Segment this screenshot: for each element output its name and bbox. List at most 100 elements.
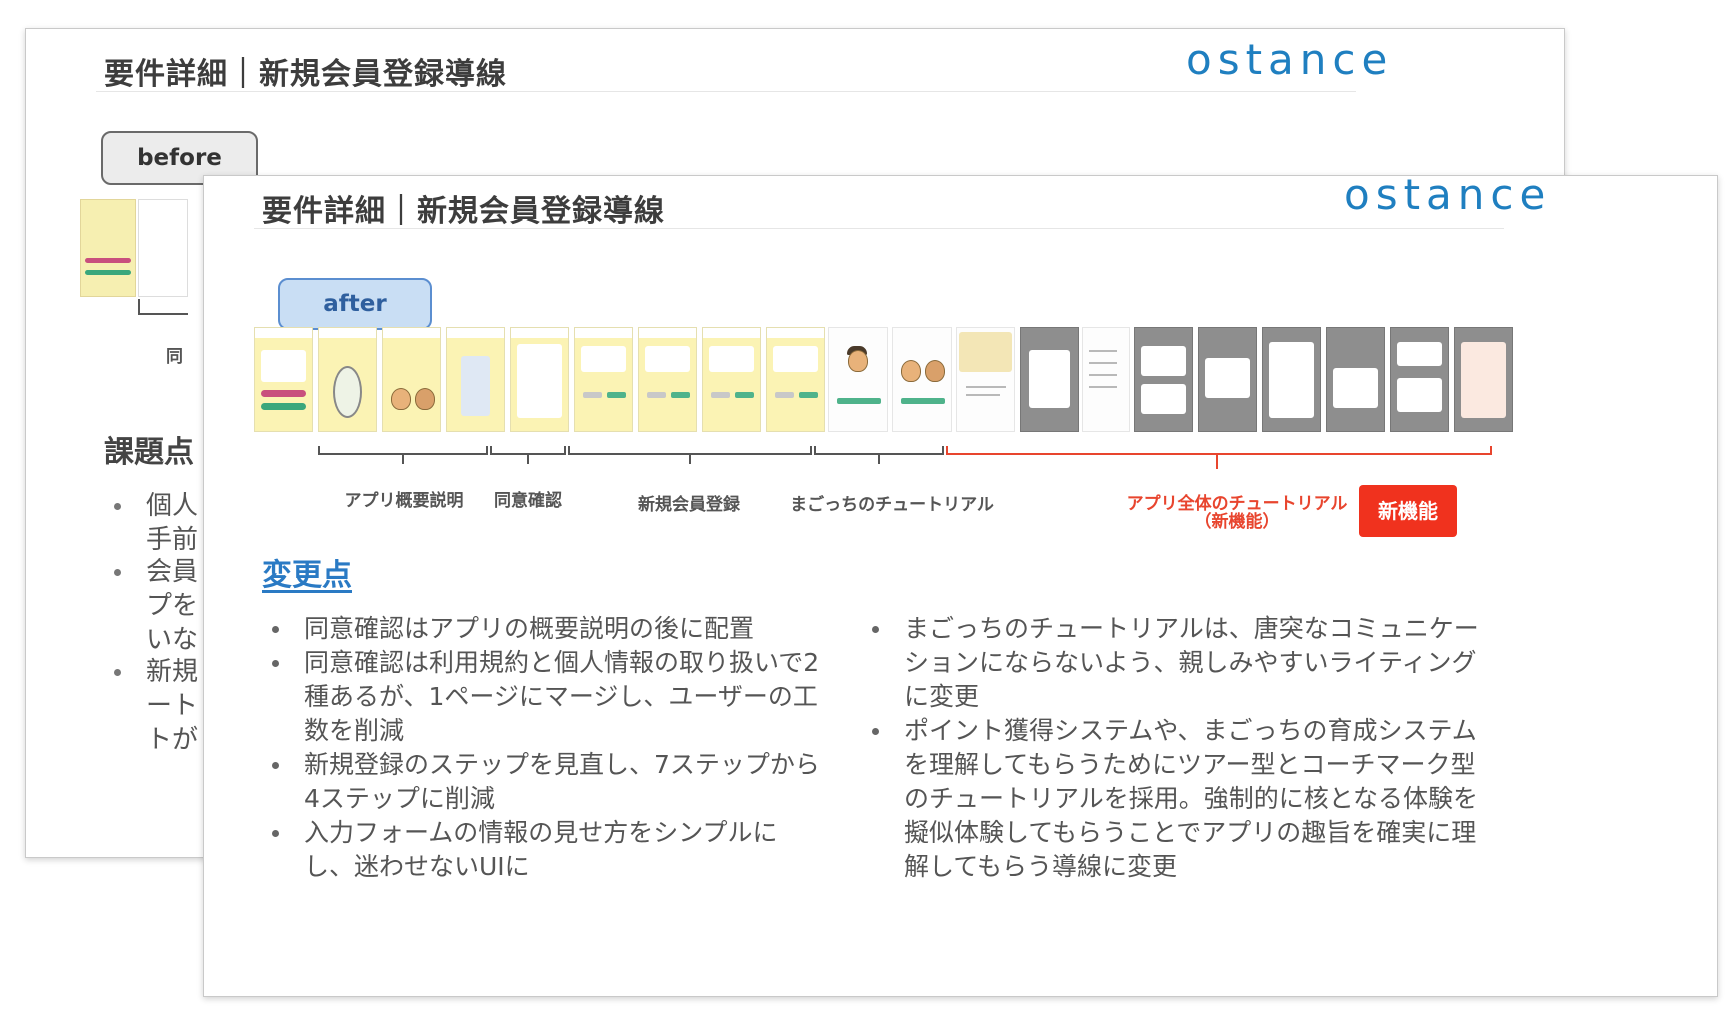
step-label-app-tutorial: アプリ全体のチュートリアル（新機能） [1126, 494, 1348, 532]
coachmark-card [1029, 350, 1070, 408]
bullet-dot [114, 503, 121, 510]
character-face-icon [391, 388, 411, 410]
coachmark-card [1141, 384, 1186, 414]
after-label: after [278, 278, 432, 330]
step-label-registration: 新規会員登録 [638, 495, 740, 515]
status-bar [319, 328, 376, 338]
step-label-app-overview: アプリ概要説明 [344, 491, 464, 511]
screen-app-overview-2 [318, 327, 377, 432]
changes-list-right: まごっちのチュートリアルは、唐突なコミュニケーションにならないよう、親しみやすい… [862, 612, 1482, 884]
issue-text: 新規 [146, 657, 199, 687]
next-button-shape [671, 392, 690, 398]
back-button-shape [583, 392, 602, 398]
brace-magocchi-tutorial [814, 446, 944, 455]
issue-text: いな [146, 625, 199, 655]
brace-consent [490, 446, 566, 455]
before-step-caption: 同 [166, 347, 183, 367]
status-bar [575, 328, 632, 338]
pink-button-shape [261, 390, 306, 397]
bullet-dot [114, 569, 121, 576]
step-label-magocchi-tutorial: まごっちのチュートリアル [790, 495, 994, 515]
back-button-shape [775, 392, 794, 398]
coachmark-card [1461, 342, 1506, 418]
screen-app-overview-4 [446, 327, 505, 432]
changes-list-left: 同意確認はアプリの概要説明の後に配置 同意確認は利用規約と個人情報の取り扱いで2… [262, 612, 822, 884]
after-slide-title: 要件詳細｜新規会員登録導線 [262, 194, 665, 229]
change-item: 同意確認は利用規約と個人情報の取り扱いで2種あるが、1ページにマージし、ユーザー… [262, 646, 822, 748]
after-slide: 要件詳細｜新規会員登録導線 ostance after [203, 170, 1718, 997]
coachmark-card [1397, 342, 1442, 366]
status-bar [383, 328, 440, 338]
green-button-shape [85, 270, 131, 275]
status-bar [255, 328, 312, 338]
screen-magocchi-tutorial-2 [892, 327, 952, 432]
screen-consent [510, 327, 569, 432]
coachmark-card [1205, 358, 1250, 398]
brace-tick [402, 455, 404, 464]
brace-app-overview [318, 446, 488, 455]
before-brace-fragment [138, 299, 188, 315]
screen-app-tutorial-8 [1390, 327, 1449, 432]
brace-app-tutorial [946, 446, 1492, 455]
character-face-icon [848, 350, 868, 372]
coachmark-card [1269, 342, 1314, 418]
form-card [645, 346, 690, 372]
issue-text: トが [146, 725, 199, 755]
new-feature-badge: 新機能 [1359, 485, 1457, 537]
screen-card [261, 350, 306, 382]
text-line [1089, 350, 1117, 352]
title-divider [254, 228, 1504, 229]
pink-button-shape [85, 258, 131, 263]
screen-app-tutorial-2 [1020, 327, 1079, 432]
screen-app-overview-3 [382, 327, 441, 432]
before-screen-thumbnail [138, 199, 188, 297]
issue-text: 会員 [146, 557, 199, 587]
change-item: まごっちのチュートリアルは、唐突なコミュニケーションにならないよう、親しみやすい… [862, 612, 1482, 714]
phone-mockup-image [461, 356, 490, 416]
screen-app-tutorial-5 [1198, 327, 1257, 432]
screen-app-tutorial-9 [1454, 327, 1513, 432]
change-item: 同意確認はアプリの概要説明の後に配置 [262, 612, 822, 646]
screen-app-tutorial-3 [1082, 327, 1130, 432]
character-face-icon [901, 360, 921, 382]
text-line [1089, 374, 1117, 376]
character-face-icon [925, 360, 945, 382]
issue-text: ート [146, 691, 199, 721]
brace-tick [1216, 455, 1218, 469]
next-button-shape [607, 392, 626, 398]
emblem-icon [333, 366, 362, 418]
changes-heading: 変更点 [262, 558, 352, 593]
before-slide-title: 要件詳細｜新規会員登録導線 [104, 57, 507, 92]
screen-app-tutorial-1 [956, 327, 1015, 432]
coachmark-card [1397, 378, 1442, 412]
back-button-shape [647, 392, 666, 398]
terms-text-card [517, 344, 562, 418]
form-card [581, 346, 626, 372]
issues-heading: 課題点 [104, 435, 194, 470]
coachmark-card [1141, 346, 1186, 376]
status-bar [767, 328, 824, 338]
after-logo: ostance [1344, 170, 1552, 219]
character-face-icon [415, 388, 435, 410]
brace-tick [527, 455, 529, 464]
status-bar [703, 328, 760, 338]
screen-app-tutorial-6 [1262, 327, 1321, 432]
brace-tick [878, 455, 880, 464]
status-bar [639, 328, 696, 338]
change-item: 新規登録のステップを見直し、7ステップから4ステップに削減 [262, 748, 822, 816]
screen-registration-1 [574, 327, 633, 432]
title-divider [96, 91, 1356, 92]
illustration [959, 332, 1012, 372]
bullet-dot [114, 669, 121, 676]
issue-text: 個人 [146, 491, 199, 521]
screen-app-tutorial-7 [1326, 327, 1385, 432]
change-item: ポイント獲得システムや、まごっちの育成システムを理解してもらうためにツアー型とコ… [862, 714, 1482, 884]
before-screen-thumbnail [80, 199, 136, 297]
green-button-shape [261, 403, 306, 410]
screen-app-tutorial-4 [1134, 327, 1193, 432]
status-bar [447, 328, 504, 338]
brace-tick [689, 455, 691, 464]
status-bar [511, 328, 568, 338]
before-logo: ostance [1186, 35, 1394, 84]
text-line [1089, 386, 1117, 388]
